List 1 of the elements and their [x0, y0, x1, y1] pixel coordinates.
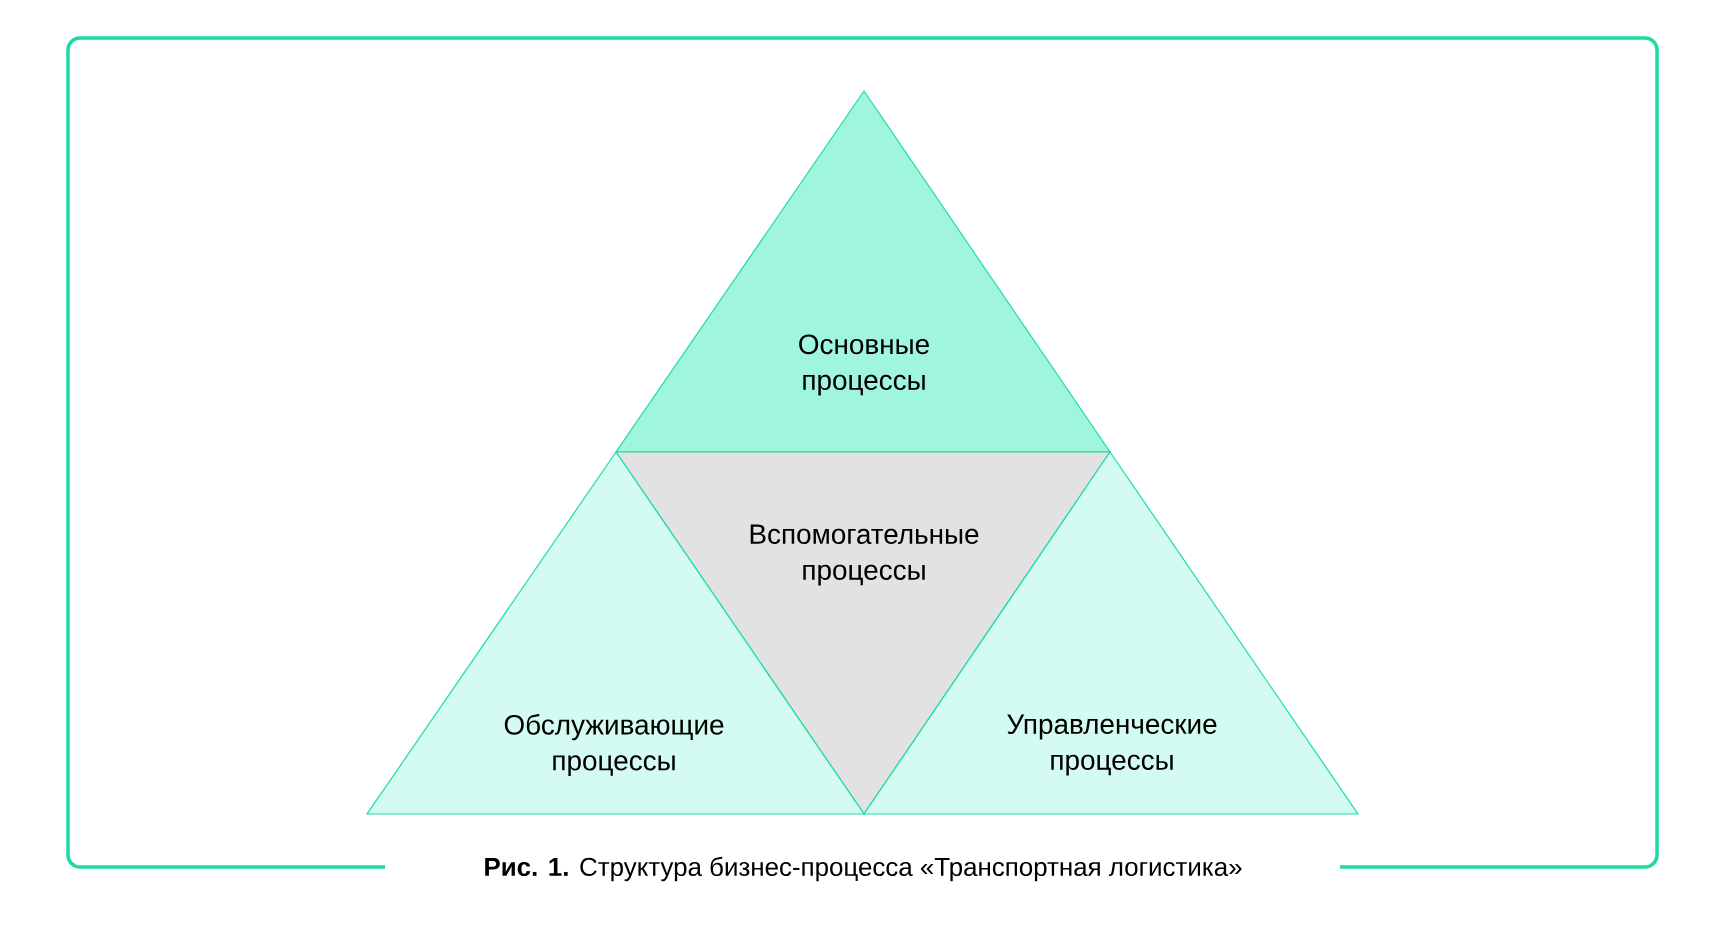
- caption: Рис. 1. Структура бизнес-процесса «Транспортная логистика»: [485, 856, 1242, 882]
